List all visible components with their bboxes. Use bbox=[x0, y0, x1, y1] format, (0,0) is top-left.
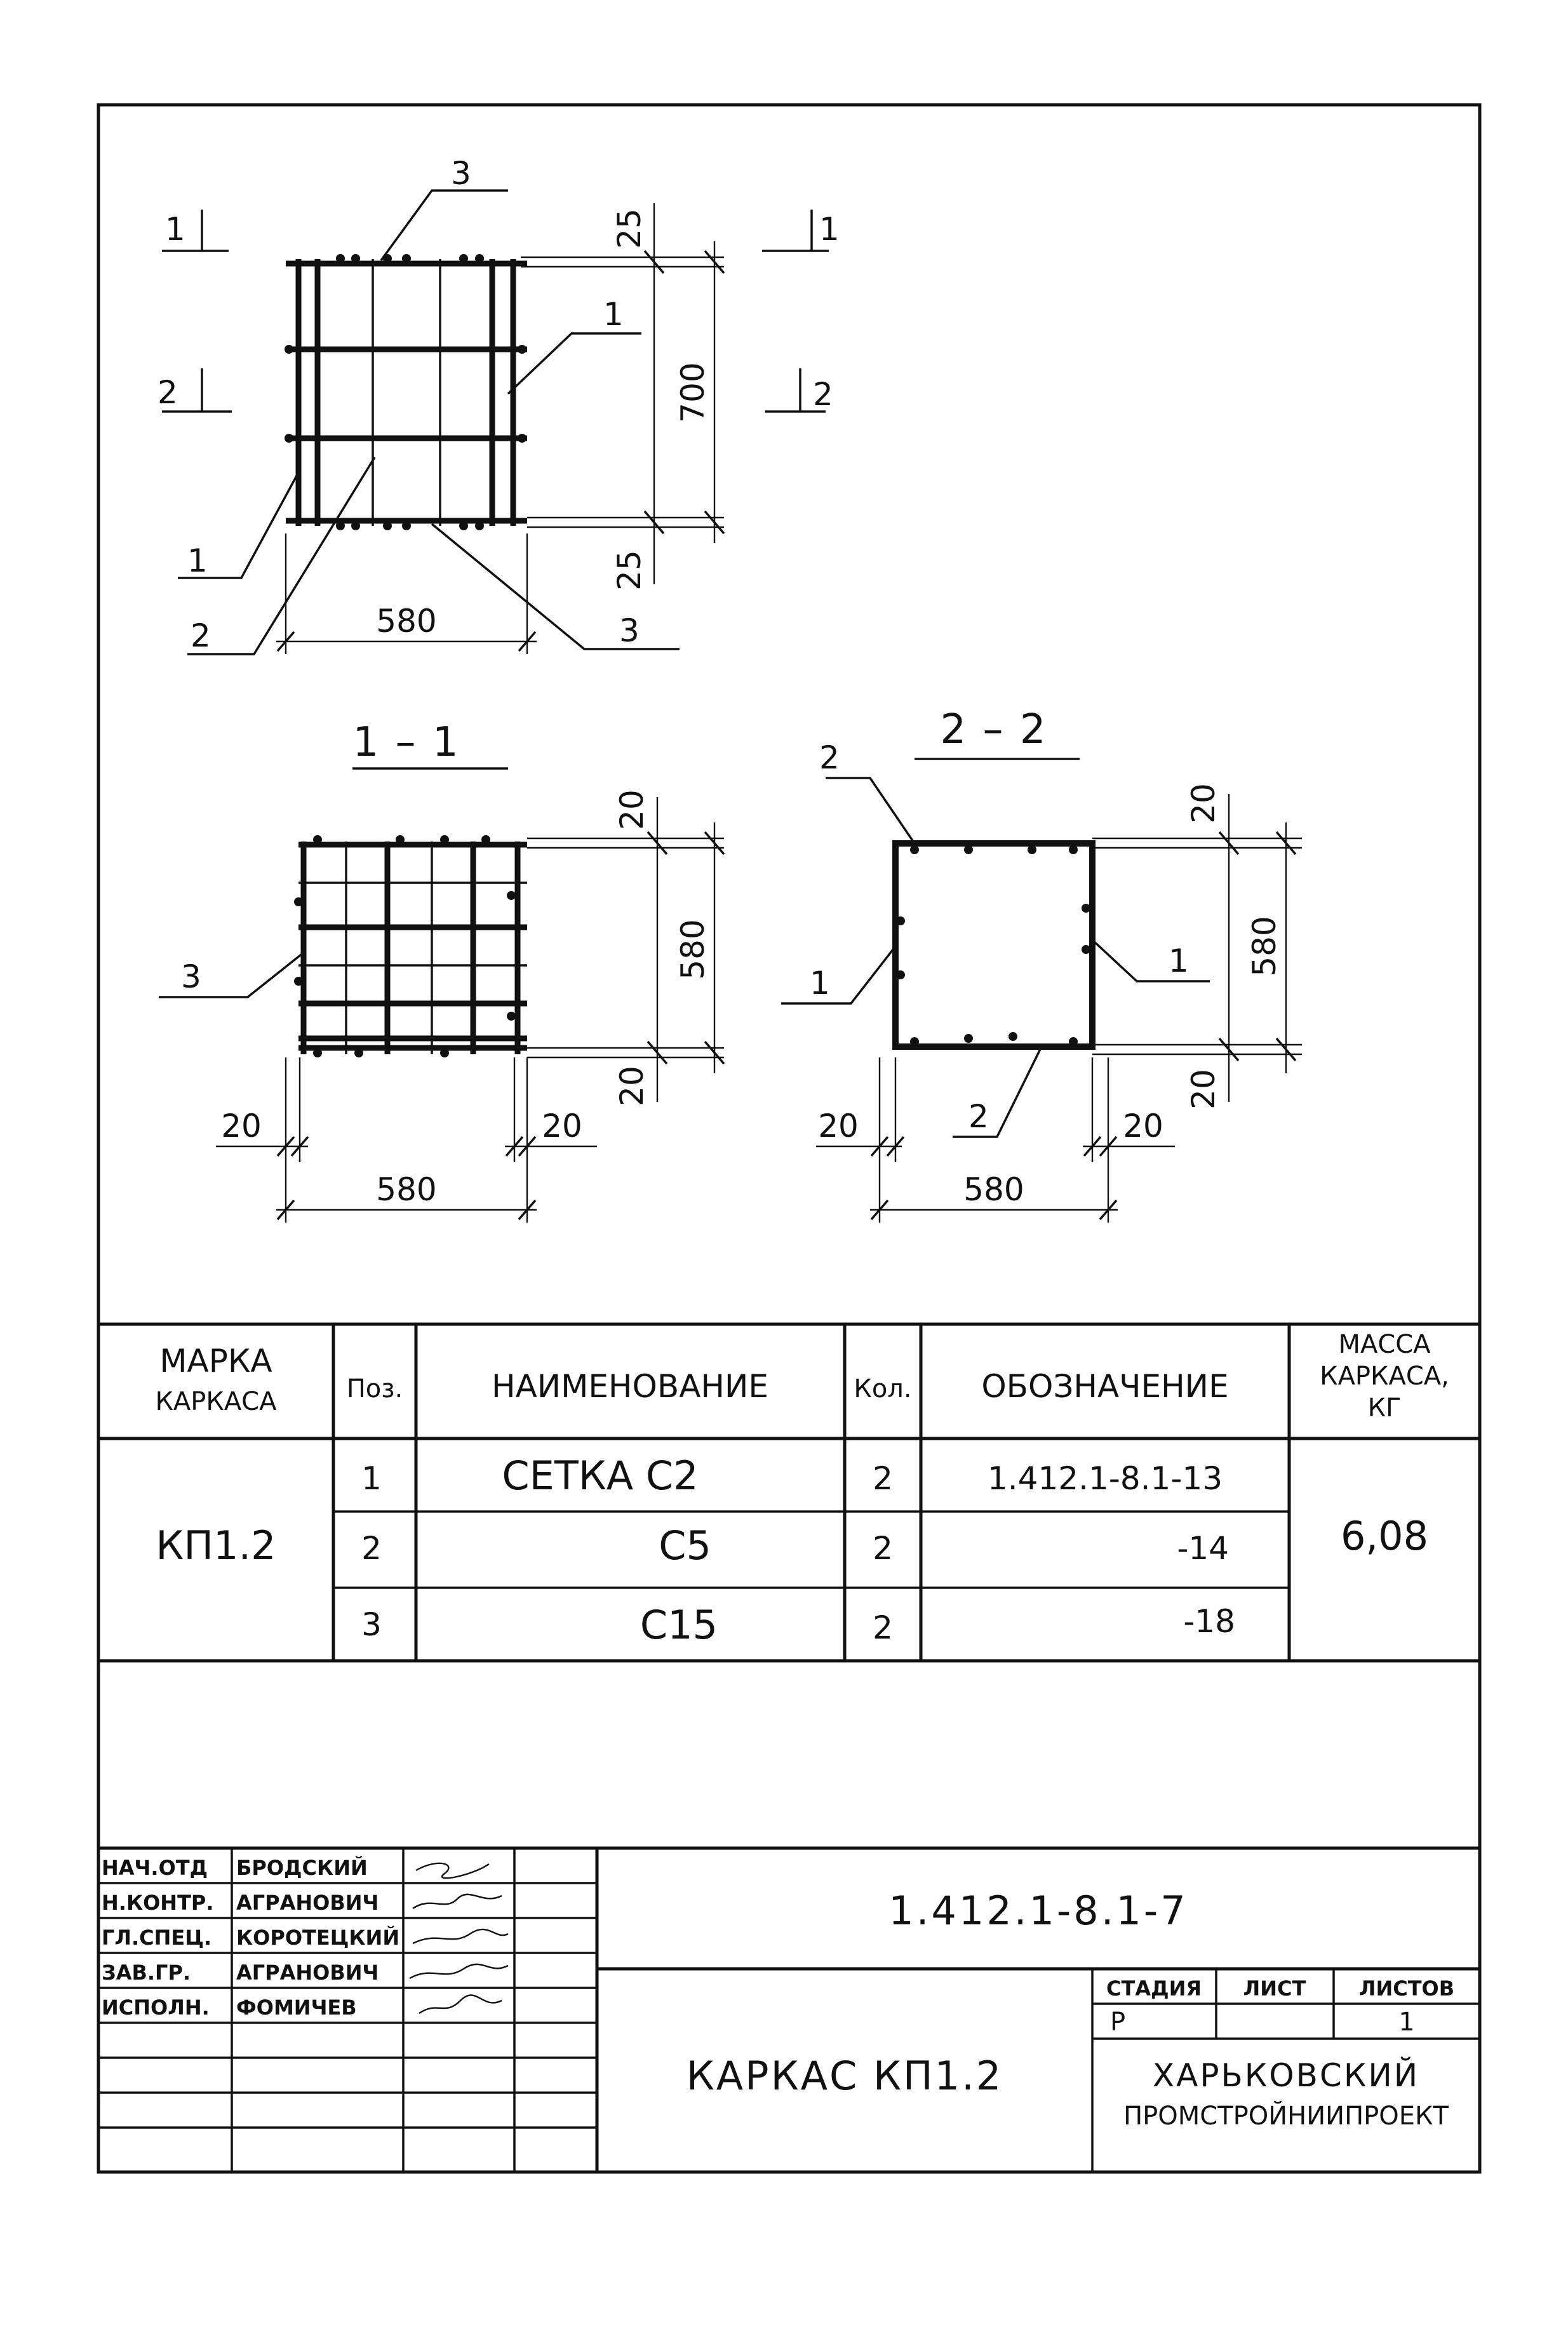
dim-width: 580 bbox=[963, 1171, 1024, 1208]
section-title: 1 – 1 bbox=[352, 719, 460, 766]
header-mass: МАССА bbox=[1338, 1330, 1431, 1359]
section-1-1: 1 – 1 20 580 20 bbox=[159, 719, 725, 1223]
callout-2-bottom: 2 bbox=[968, 1098, 989, 1135]
callout-3-bottom: 3 bbox=[619, 612, 640, 649]
dim-top: 25 bbox=[611, 208, 648, 249]
dim-right: 20 bbox=[1123, 1108, 1163, 1144]
dim-bottom: 20 bbox=[1185, 1069, 1222, 1110]
signature-row: ИСПОЛН. ФОМИЧЕВ bbox=[102, 1994, 502, 2020]
dim-right: 20 bbox=[542, 1108, 582, 1144]
svg-text:1.412.1-8.1-13: 1.412.1-8.1-13 bbox=[988, 1460, 1223, 1497]
svg-text:3: 3 bbox=[361, 1606, 382, 1643]
signature-icon bbox=[415, 1862, 490, 1879]
drawing-title: КАРКАС КП1.2 bbox=[687, 2053, 1003, 2099]
header-pos: Поз. bbox=[347, 1374, 403, 1404]
stage-value: Р bbox=[1110, 2008, 1125, 2037]
bar-dots bbox=[896, 845, 1090, 1046]
signature-icon bbox=[412, 1928, 509, 1945]
header-name: НАИМЕНОВАНИЕ bbox=[492, 1368, 768, 1405]
dim-top: 20 bbox=[613, 789, 650, 830]
signature-row: ЗАВ.ГР. АГРАНОВИЧ bbox=[102, 1961, 509, 1985]
header-mark: МАРКА bbox=[159, 1343, 272, 1379]
section-mark-1-right: 1 bbox=[819, 211, 840, 248]
section-title: 2 – 2 bbox=[940, 706, 1047, 753]
callout-1-right: 1 bbox=[603, 296, 624, 333]
svg-text:ЗАВ.ГР.: ЗАВ.ГР. bbox=[102, 1961, 191, 1985]
bar-dots bbox=[285, 254, 526, 530]
header-designation: ОБОЗНАЧЕНИЕ bbox=[981, 1368, 1228, 1405]
section-mark-2-left: 2 bbox=[157, 374, 178, 411]
callout-2-top: 2 bbox=[819, 739, 840, 776]
signature-row: ГЛ.СПЕЦ. КОРОТЕЦКИЙ bbox=[102, 1926, 509, 1950]
signature-icon bbox=[419, 1994, 502, 2014]
svg-text:Н.КОНТР.: Н.КОНТР. bbox=[102, 1891, 214, 1915]
dim-width: 580 bbox=[376, 1171, 436, 1208]
signature-row: НАЧ.ОТД БРОДСКИЙ bbox=[102, 1856, 490, 1880]
callout-1-left: 1 bbox=[810, 965, 830, 1002]
svg-text:2: 2 bbox=[873, 1530, 893, 1567]
callout-2-left: 2 bbox=[191, 617, 211, 654]
svg-text:КАРКАСА: КАРКАСА bbox=[156, 1387, 278, 1416]
svg-text:БРОДСКИЙ: БРОДСКИЙ bbox=[236, 1856, 368, 1880]
signature-icon bbox=[409, 1963, 509, 1980]
svg-text:ИСПОЛН.: ИСПОЛН. bbox=[102, 1995, 210, 2020]
svg-text:-14: -14 bbox=[1177, 1530, 1229, 1567]
dim-height: 580 bbox=[1246, 916, 1283, 976]
sheet-frame bbox=[97, 103, 1482, 2174]
svg-text:2: 2 bbox=[873, 1609, 893, 1646]
dim-left: 20 bbox=[818, 1108, 859, 1144]
svg-text:АГРАНОВИЧ: АГРАНОВИЧ bbox=[236, 1961, 379, 1985]
sheets-value: 1 bbox=[1398, 2008, 1414, 2037]
svg-text:КАРКАСА,: КАРКАСА, bbox=[1320, 1362, 1449, 1391]
elevation-view: 25 700 25 580 1 1 2 2 3 1 1 2 3 bbox=[157, 155, 840, 655]
header-qty: Кол. bbox=[854, 1374, 911, 1404]
dim-bottom: 20 bbox=[613, 1066, 650, 1106]
section-mark-2-right: 2 bbox=[813, 376, 833, 413]
signature-icon bbox=[412, 1893, 502, 1909]
callout-3-top: 3 bbox=[451, 155, 471, 192]
svg-text:НАЧ.ОТД: НАЧ.ОТД bbox=[102, 1856, 208, 1880]
svg-text:С15: С15 bbox=[640, 1602, 718, 1648]
svg-text:КОРОТЕЦКИЙ: КОРОТЕЦКИЙ bbox=[236, 1926, 399, 1950]
svg-text:ГЛ.СПЕЦ.: ГЛ.СПЕЦ. bbox=[102, 1926, 211, 1950]
dim-height: 700 bbox=[674, 362, 711, 422]
table-row: 2 С5 2 -14 bbox=[361, 1522, 1229, 1569]
svg-text:КГ: КГ bbox=[1368, 1393, 1402, 1423]
callout-1-right: 1 bbox=[1169, 942, 1189, 979]
sheet-label: ЛИСТ bbox=[1243, 1976, 1306, 2001]
dim-bottom: 25 bbox=[611, 550, 648, 591]
svg-text:1: 1 bbox=[361, 1460, 382, 1497]
frame-mass: 6,08 bbox=[1341, 1513, 1428, 1559]
bar-dots bbox=[294, 835, 516, 1057]
svg-text:2: 2 bbox=[873, 1460, 893, 1497]
callout-1-left: 1 bbox=[187, 542, 208, 579]
svg-text:ФОМИЧЕВ: ФОМИЧЕВ bbox=[236, 1995, 357, 2020]
dim-height: 580 bbox=[674, 919, 711, 979]
section-2-2: 2 – 2 20 580 20 bbox=[781, 706, 1302, 1223]
svg-text:С5: С5 bbox=[659, 1522, 711, 1569]
sheets-label: ЛИСТОВ bbox=[1359, 1976, 1454, 2001]
callout-3: 3 bbox=[181, 958, 201, 995]
dim-top: 20 bbox=[1185, 783, 1222, 824]
dim-left: 20 bbox=[221, 1108, 262, 1144]
dim-width: 580 bbox=[376, 603, 436, 640]
table-row: 3 С15 2 -18 bbox=[361, 1602, 1235, 1648]
stage-label: СТАДИЯ bbox=[1106, 1976, 1202, 2001]
section-mark-1-left: 1 bbox=[165, 211, 185, 248]
organization-line1: ХАРЬКОВСКИЙ bbox=[1153, 2056, 1419, 2094]
document-code: 1.412.1-8.1-7 bbox=[888, 1888, 1188, 1934]
svg-text:2: 2 bbox=[361, 1530, 382, 1567]
organization-line2: ПРОМСТРОЙНИИПРОЕКТ bbox=[1123, 2100, 1449, 2131]
svg-text:СЕТКА С2: СЕТКА С2 bbox=[502, 1452, 698, 1499]
frame-mark: КП1.2 bbox=[156, 1522, 276, 1569]
svg-text:-18: -18 bbox=[1183, 1603, 1235, 1640]
signature-row: Н.КОНТР. АГРАНОВИЧ bbox=[102, 1891, 502, 1915]
frame-square bbox=[892, 840, 1096, 1050]
spec-table: МАРКА КАРКАСА Поз. НАИМЕНОВАНИЕ Кол. ОБО… bbox=[98, 1322, 1480, 1663]
title-block: НАЧ.ОТД БРОДСКИЙ Н.КОНТР. АГРАНОВИЧ ГЛ.С… bbox=[98, 1846, 1480, 2172]
table-row: 1 СЕТКА С2 2 1.412.1-8.1-13 bbox=[361, 1452, 1223, 1499]
svg-text:АГРАНОВИЧ: АГРАНОВИЧ bbox=[236, 1891, 379, 1915]
